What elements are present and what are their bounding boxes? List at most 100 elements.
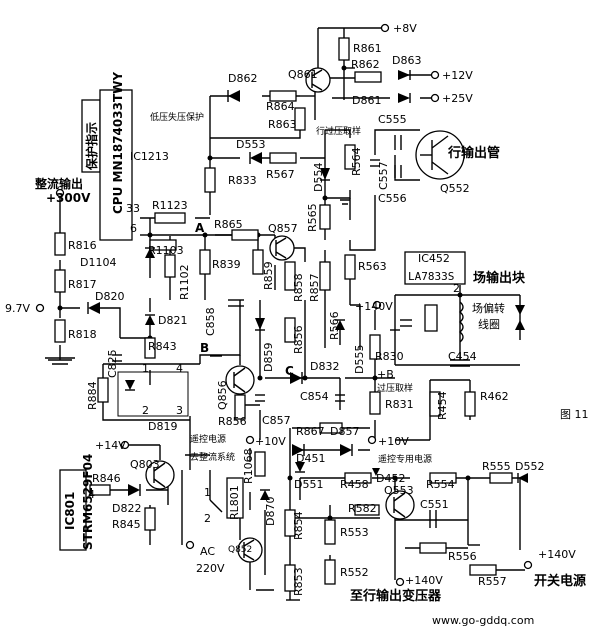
resistor-r858	[284, 261, 296, 291]
label-r856: R856	[292, 325, 305, 354]
resistor-r864	[269, 90, 297, 102]
terminals	[35, 23, 533, 587]
label-ic801-part: STRM6529F04	[81, 454, 95, 550]
resistor-r555	[489, 472, 513, 484]
label-ic1213-part: CPU MN1874033TWY	[111, 72, 125, 214]
label-r552: R552	[340, 566, 369, 579]
label-d551: D551	[294, 478, 323, 491]
label-d832: D832	[310, 360, 339, 373]
resistor-r553	[324, 519, 336, 545]
label-c551: C551	[420, 498, 449, 511]
label-r867: R867	[296, 425, 325, 438]
label-d554: D554	[312, 163, 325, 192]
caption-yoke: 场偏转	[472, 301, 505, 315]
resistor-r839	[199, 249, 211, 275]
label-r845: R845	[112, 518, 141, 531]
label-d555: D555	[353, 345, 366, 374]
label-d1104: D1104	[80, 256, 116, 269]
label-pin1: 1	[142, 362, 149, 375]
ic-bodies	[59, 89, 466, 551]
label-r1123: R1123	[152, 199, 188, 212]
label-plus140v-right: +140V	[538, 548, 576, 561]
caption-rectified-out: 整流输出	[34, 176, 83, 191]
resistor-r856-b	[234, 394, 246, 420]
label-r864: R864	[266, 100, 295, 113]
label-ac: AC	[200, 545, 215, 558]
resistor-r853	[284, 564, 296, 592]
label-r816: R816	[68, 239, 97, 252]
resistor-r557	[469, 564, 497, 576]
caption-switch-power: 开关电源	[534, 573, 586, 589]
resistor-r1123	[154, 212, 186, 224]
label-c825: C825	[106, 349, 119, 378]
label-ic801-pin4: 4	[88, 488, 95, 501]
label-r830: R830	[375, 350, 404, 363]
capacitor-c556	[394, 165, 402, 178]
transistors	[145, 67, 465, 563]
resistor-r856	[284, 317, 296, 343]
label-r554: R554	[426, 478, 455, 491]
label-r818: R818	[68, 328, 97, 341]
transistor-q861	[305, 67, 331, 93]
label-r555: R555	[482, 460, 511, 473]
resistor-r1102	[164, 254, 176, 278]
label-d553: D553	[236, 138, 265, 151]
transistor-q803	[145, 460, 175, 490]
label-plus8v: +8V	[393, 22, 417, 35]
label-d863: D863	[392, 54, 421, 67]
figure-label: 图 11	[560, 408, 589, 421]
label-plus-b: +B	[377, 368, 394, 381]
diode-d452	[372, 468, 380, 476]
caption-field-block: 场输出块	[473, 270, 526, 286]
label-r582: R582	[348, 502, 377, 515]
label-c555: C555	[378, 113, 407, 126]
label-pin33: 33	[126, 202, 140, 215]
label-q857: Q857	[268, 222, 298, 235]
resistor-r817	[54, 269, 66, 293]
label-plus300v: +300V	[46, 191, 91, 205]
resistor-r846	[89, 484, 111, 496]
ic452-body	[404, 251, 466, 285]
label-r862: R862	[351, 58, 380, 71]
caption-overv-sample: 过压取样	[377, 382, 413, 394]
label-ic801: IC801	[63, 492, 77, 530]
resistor-r1103	[149, 239, 177, 251]
label-pin2: 2	[142, 404, 149, 417]
capacitor-c854	[335, 394, 345, 402]
resistor-r567	[269, 152, 297, 164]
junction-dots	[57, 65, 471, 521]
capacitors	[112, 135, 470, 528]
diode-d554	[320, 168, 330, 180]
label-ic1213: IC1213	[130, 150, 169, 163]
transistor-q852	[237, 537, 263, 563]
resistor-r552	[324, 559, 336, 585]
label-switch-2: 2	[204, 512, 211, 525]
caption-remote-power: 遥控电源	[190, 433, 226, 445]
label-d862: D862	[228, 72, 257, 85]
diode-d832	[290, 372, 302, 384]
ic1213-body	[99, 89, 133, 241]
resistor-r833	[204, 167, 216, 193]
relay-rl801	[226, 477, 244, 519]
label-plus10v-top: +10V	[255, 435, 286, 448]
label-d452: D452	[376, 472, 405, 485]
label-r565: R565	[306, 203, 319, 232]
label-r863: R863	[268, 118, 297, 131]
resistor-r556	[419, 542, 447, 554]
label-q852: Q852	[228, 545, 252, 555]
label-ic452: IC452	[418, 252, 450, 265]
resistor-r454	[429, 391, 441, 417]
label-r854: R854	[292, 511, 305, 540]
label-r861: R861	[353, 42, 382, 55]
label-r859: R859	[262, 261, 275, 290]
label-c857: C857	[262, 414, 291, 427]
resistor-r859	[252, 249, 264, 275]
label-q861: Q861	[288, 68, 318, 81]
label-r1103: R1103	[148, 244, 184, 257]
resistor-r863	[294, 107, 306, 131]
label-q856: Q856	[216, 380, 229, 410]
text-labels: +8V R861 Q861 R862 D863 +12V D861 +25V D…	[5, 22, 589, 627]
label-d859: D859	[262, 343, 275, 372]
capacitor-c555	[394, 135, 402, 150]
label-d861: D861	[352, 94, 381, 107]
